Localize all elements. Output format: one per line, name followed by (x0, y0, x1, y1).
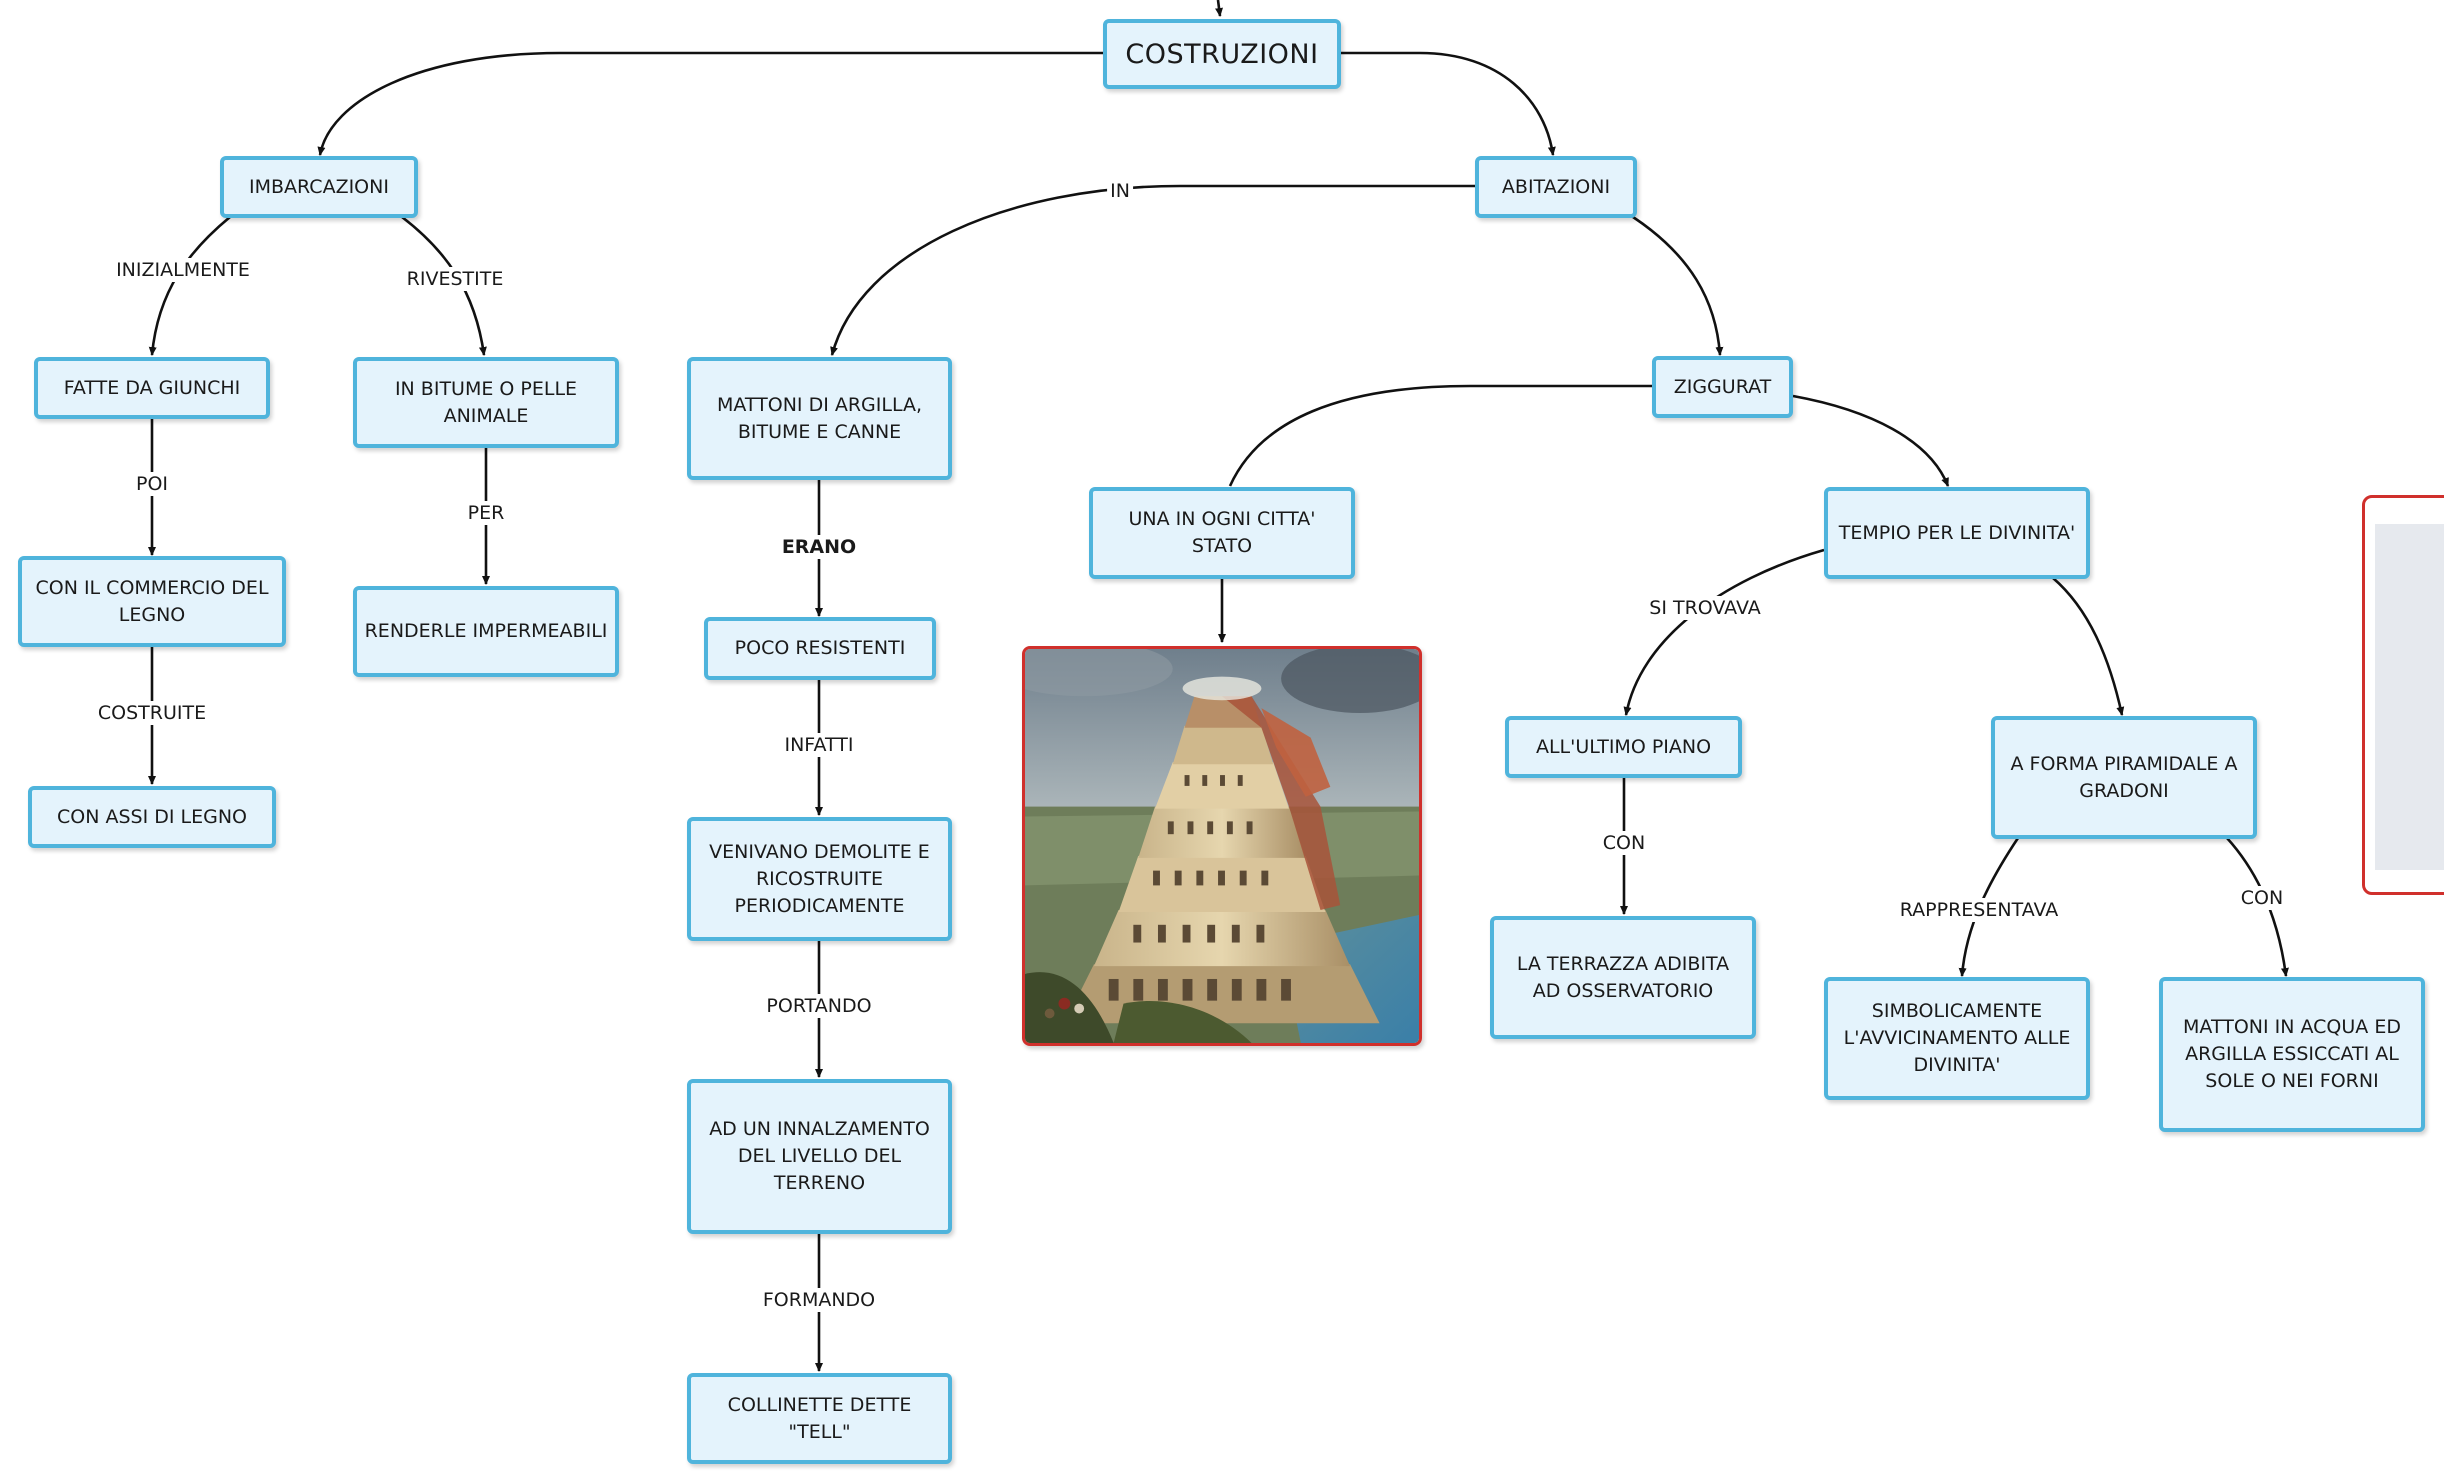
tower-of-babel-image[interactable] (1022, 646, 1422, 1046)
node-abitazioni[interactable]: ABITAZIONI (1475, 156, 1637, 218)
node-mattoni-essiccati[interactable]: MATTONI IN ACQUA ED ARGILLA ESSICCATI AL… (2159, 977, 2425, 1132)
link-label-formando: FORMANDO (759, 1288, 879, 1312)
offscreen-panel[interactable] (2362, 495, 2444, 895)
node-collinette-tell[interactable]: COLLINETTE DETTE "TELL" (687, 1373, 952, 1464)
link-label-portando: PORTANDO (763, 994, 875, 1018)
node-ultimo-piano[interactable]: ALL'ULTIMO PIANO (1505, 716, 1742, 778)
connector-ziggurat-citta (1228, 384, 1652, 487)
node-commercio-legno[interactable]: CON IL COMMERCIO DEL LEGNO (18, 556, 286, 647)
node-renderle-impermeabili[interactable]: RENDERLE IMPERMEABILI (353, 586, 619, 677)
connector-tempio-piramidale (2052, 577, 2125, 716)
node-costruzioni[interactable]: COSTRUZIONI (1103, 19, 1341, 89)
link-label-poi: POI (132, 472, 172, 496)
tower-of-babel-painting (1025, 649, 1419, 1043)
connector-root-abitazioni (1340, 51, 1556, 156)
link-label-rivestite: RIVESTITE (403, 267, 507, 291)
node-bitume-pelle[interactable]: IN BITUME O PELLE ANIMALE (353, 357, 619, 448)
node-imbarcazioni[interactable]: IMBARCAZIONI (220, 156, 418, 218)
link-label-con-mattoni: CON (2237, 886, 2287, 910)
connector-abitazioni-mattoni (830, 184, 1475, 356)
node-forma-piramidale[interactable]: A FORMA PIRAMIDALE A GRADONI (1991, 716, 2257, 839)
node-mattoni-argilla[interactable]: MATTONI DI ARGILLA, BITUME E CANNE (687, 357, 952, 480)
node-fatte-da-giunchi[interactable]: FATTE DA GIUNCHI (34, 357, 270, 419)
connector-imbarcazioni-giunchi (148, 215, 231, 356)
node-demolite-ricostruite[interactable]: VENIVANO DEMOLITE E RICOSTRUITE PERIODIC… (687, 817, 952, 941)
node-tempio-divinita[interactable]: TEMPIO PER LE DIVINITA' (1824, 487, 2090, 579)
node-innalzamento-terreno[interactable]: AD UN INNALZAMENTO DEL LIVELLO DEL TERRE… (687, 1079, 952, 1234)
link-label-si-trovava: SI TROVAVA (1646, 596, 1764, 620)
node-avvicinamento-divinita[interactable]: SIMBOLICAMENTE L'AVVICINAMENTO ALLE DIVI… (1824, 977, 2090, 1100)
offscreen-panel-content (2375, 524, 2444, 870)
link-label-inizialmente: INIZIALMENTE (113, 258, 253, 282)
node-ziggurat[interactable]: ZIGGURAT (1652, 356, 1793, 418)
node-citta-stato[interactable]: UNA IN OGNI CITTA' STATO (1089, 487, 1355, 579)
link-label-erano: ERANO (778, 535, 860, 559)
connector-tempio-ultimo (1623, 548, 1825, 716)
node-assi-di-legno[interactable]: CON ASSI DI LEGNO (28, 786, 276, 848)
node-poco-resistenti[interactable]: POCO RESISTENTI (704, 617, 936, 680)
link-label-per: PER (464, 501, 508, 525)
link-label-infatti: INFATTI (781, 733, 857, 757)
connector-abitazioni-ziggurat (1632, 215, 1724, 356)
connector-root-imbarcazioni (317, 51, 1103, 156)
node-terrazza-osservatorio[interactable]: LA TERRAZZA ADIBITA AD OSSERVATORIO (1490, 916, 1756, 1039)
connector-ziggurat-tempio (1792, 394, 1950, 487)
link-label-rappresentava: RAPPRESENTAVA (1896, 898, 2062, 922)
link-label-con-terrazza: CON (1599, 831, 1649, 855)
link-label-in: IN (1107, 179, 1133, 203)
link-label-costruite: COSTRUITE (94, 701, 210, 725)
connector-root-incoming (1215, 0, 1223, 17)
